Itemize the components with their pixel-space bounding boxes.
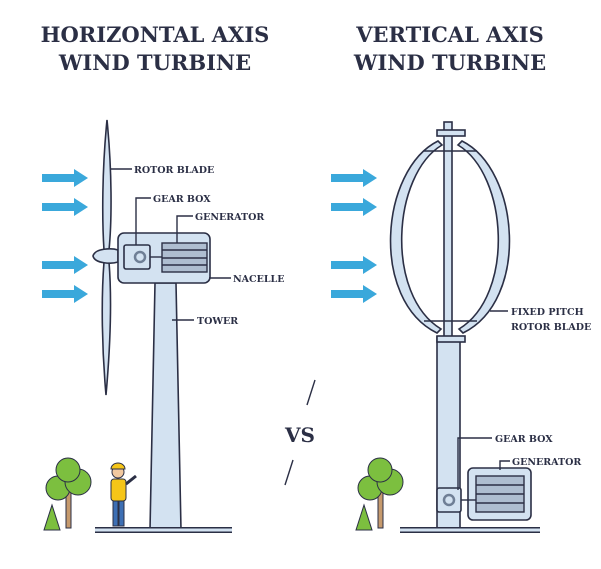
wind-arrow-icon bbox=[42, 256, 88, 274]
top-cap bbox=[436, 129, 466, 137]
right-title-line1: VERTICAL AXIS bbox=[355, 22, 544, 47]
rotor-blade-lower bbox=[101, 261, 112, 396]
label-nacelle: NACELLE bbox=[233, 274, 284, 285]
label-gear-box-vertical: GEAR BOX bbox=[495, 434, 553, 445]
label-tower: TOWER bbox=[197, 316, 238, 327]
label-blade-line1: FIXED PITCH bbox=[511, 307, 584, 318]
vertical-axis-turbine bbox=[389, 121, 540, 533]
wind-arrows-right bbox=[331, 169, 377, 303]
wind-arrow-icon bbox=[331, 285, 377, 303]
wind-arrow-icon bbox=[42, 198, 88, 216]
label-rotor-blade: ROTOR BLADE bbox=[134, 165, 214, 176]
engineer-person-icon bbox=[110, 462, 137, 527]
gear-icon bbox=[133, 250, 147, 264]
wind-arrow-icon bbox=[331, 256, 377, 274]
left-title-line2: WIND TURBINE bbox=[58, 50, 251, 75]
label-blade-line2: ROTOR BLADE bbox=[511, 322, 591, 333]
horizontal-axis-turbine bbox=[92, 119, 232, 533]
label-generator: GENERATOR bbox=[195, 212, 264, 223]
bottom-cap bbox=[436, 335, 466, 343]
gear-box bbox=[436, 487, 462, 513]
blade-left bbox=[389, 140, 444, 334]
gear-icon bbox=[442, 493, 456, 507]
rotor-blade-upper bbox=[101, 119, 112, 251]
wind-arrows-left bbox=[42, 169, 88, 303]
hub bbox=[92, 248, 119, 264]
label-generator-vertical: GENERATOR bbox=[512, 457, 581, 468]
label-gear-box: GEAR BOX bbox=[153, 194, 211, 205]
blade-right bbox=[456, 140, 511, 334]
vs-label: VS bbox=[284, 423, 315, 447]
left-title-line1: HORIZONTAL AXIS bbox=[41, 22, 270, 47]
right-title-line2: WIND TURBINE bbox=[353, 50, 546, 75]
wind-arrow-icon bbox=[331, 198, 377, 216]
tree-icon bbox=[355, 457, 404, 531]
mast bbox=[443, 121, 453, 338]
tree-icon bbox=[43, 457, 92, 531]
wind-arrow-icon bbox=[42, 169, 88, 187]
wind-arrow-icon bbox=[331, 169, 377, 187]
wind-arrow-icon bbox=[42, 285, 88, 303]
